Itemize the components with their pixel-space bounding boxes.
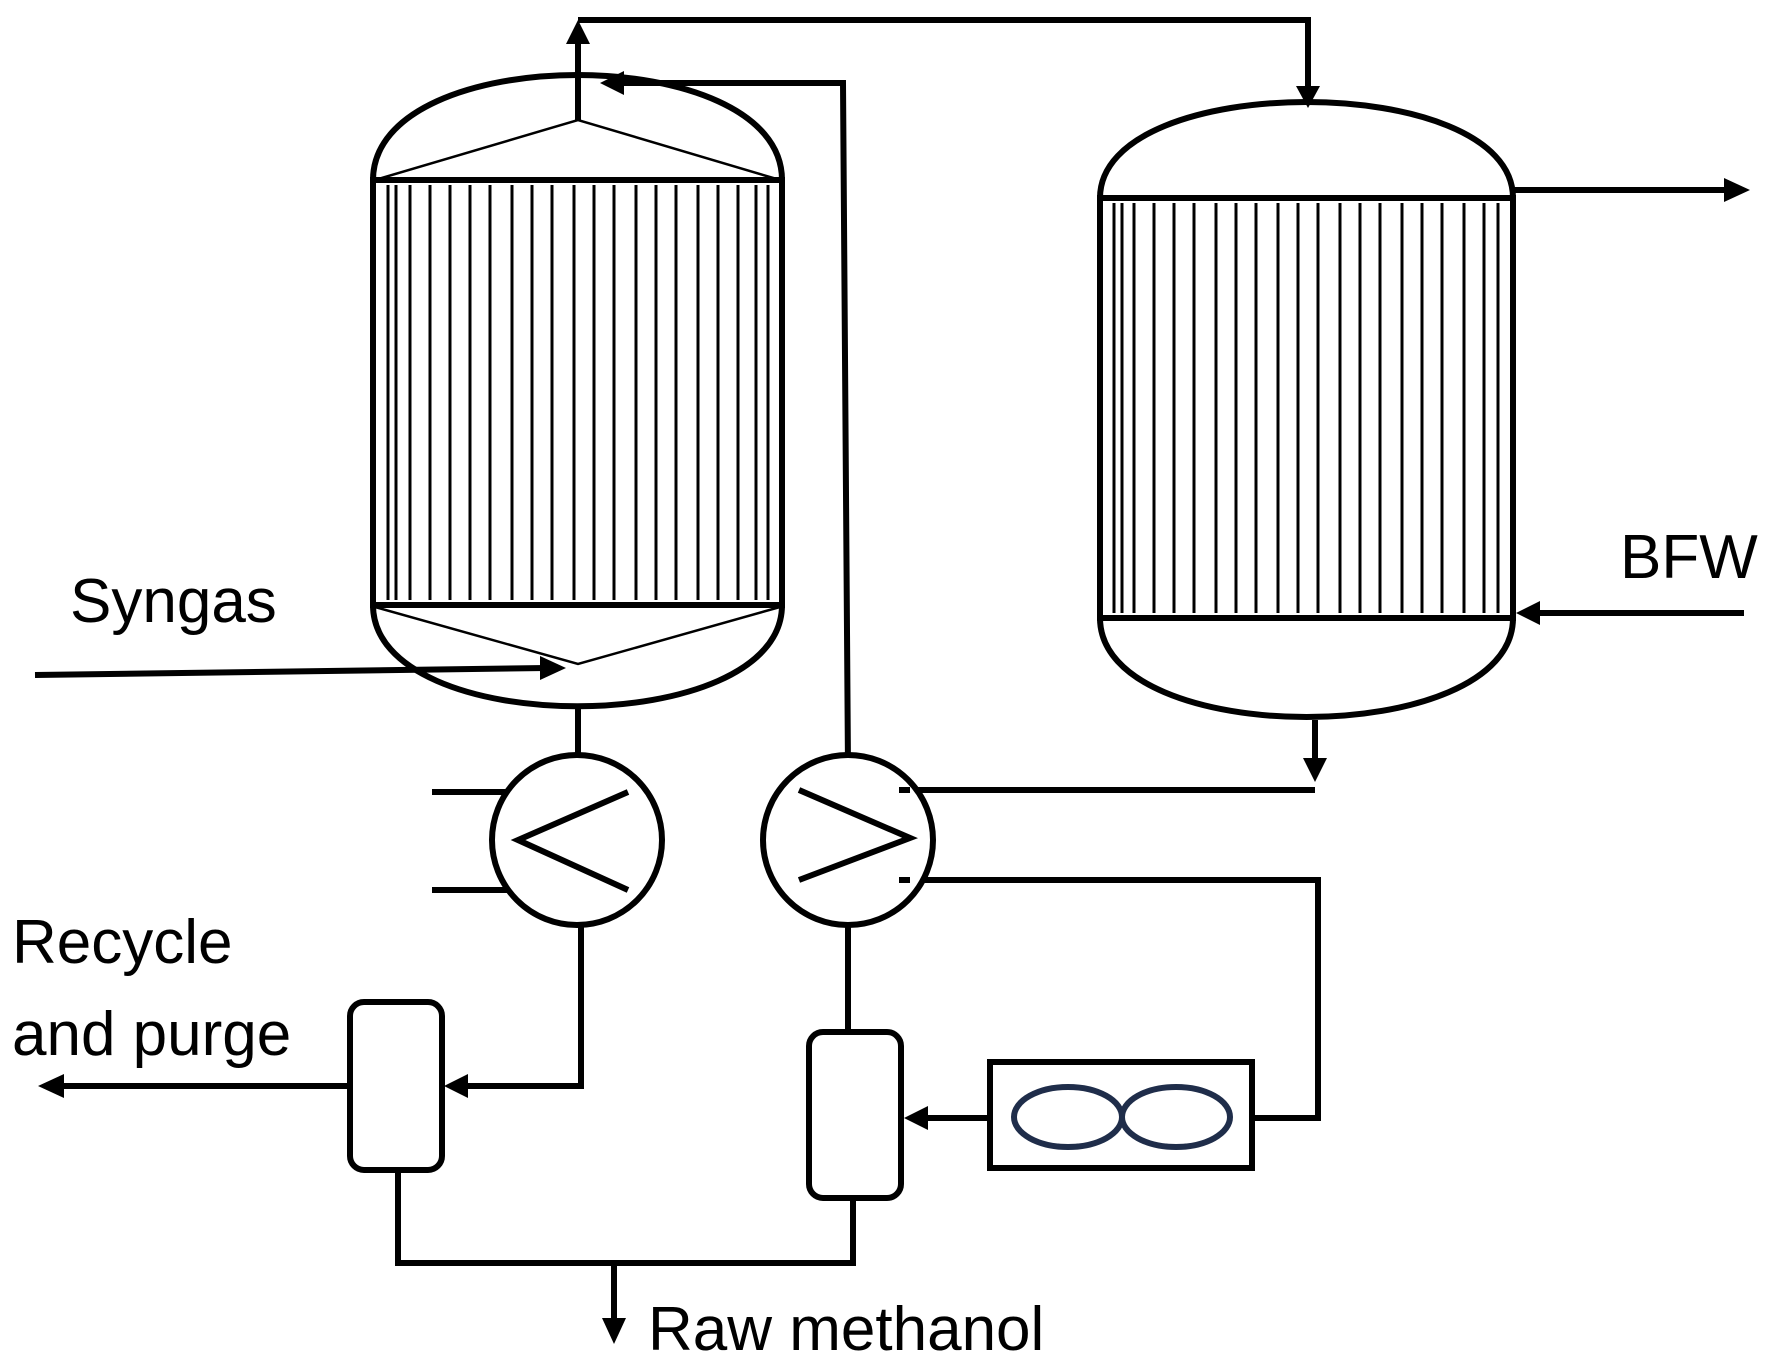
left-reactor [369,72,786,710]
left-hx-to-separator-line [466,915,584,1089]
left-separator-inlet-arrow [444,1074,468,1098]
syngas-label: Syngas [70,567,277,636]
syngas-inlet-line [34,665,547,678]
left-reactor-top-inlet-arrow [600,71,624,95]
hx-return-to-left-reactor-line [622,80,851,769]
right-reactor-inlet-arrow [1296,86,1320,108]
right-reactor-bottom-outlet-arrow [1303,758,1327,782]
left-reactor-tube-bundle [386,185,770,600]
left-heat-exchanger [489,752,665,928]
piping [34,17,1750,1344]
compressor-right-lobe [1119,1084,1233,1150]
right-hx-to-compressor-line [910,877,1321,1121]
left-reactor-bottom-head [369,602,786,710]
recycle-purge-outlet-arrow [38,1074,64,1098]
right-heat-exchanger [760,752,936,928]
right-reactor [1096,99,1517,720]
right-hx-zigzag [797,787,918,883]
left-reactor-top-head [369,72,786,183]
bfw-label: BFW [1620,523,1758,592]
right-hx-shell [760,752,936,928]
right-separator-inlet-arrow [904,1106,928,1130]
left-reactor-bottom-collector [374,605,781,666]
left-separator-vessel [347,999,445,1173]
right-reactor-body [1097,195,1516,621]
separator-bottoms-line [395,1170,856,1266]
right-reactor-bottom-head [1096,615,1517,720]
left-hx-zigzag [510,789,630,893]
compressor [987,1059,1255,1171]
syngas-inlet-arrow [540,656,566,680]
left-reactor-body [370,177,785,608]
recycle-label: Recycle [12,908,233,977]
right-separator-vessel [806,1029,904,1201]
left-reactor-top-outlet-arrow [566,20,590,44]
right-reactor-outlet-arrow [1724,178,1750,202]
reactor-cross-line-to-right [578,17,1311,90]
raw-methanol-outlet-arrow [602,1318,626,1344]
and-purge-label: and purge [12,1000,291,1069]
right-reactor-top-head [1096,99,1517,201]
bfw-inlet-arrow [1516,601,1540,625]
raw-methanol-label: Raw methanol [648,1295,1044,1363]
right-reactor-tube-bundle [1112,203,1500,613]
